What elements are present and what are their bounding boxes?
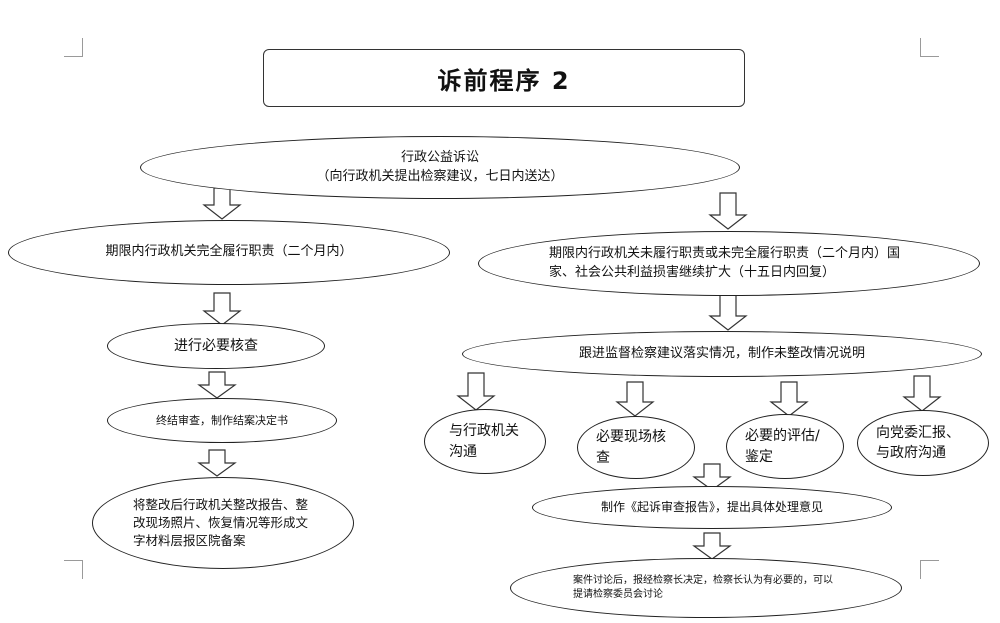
node-label: 与行政机关沟通 (449, 423, 519, 460)
node-left-verify: 进行必要核查 (107, 323, 325, 369)
root-line-2: （向行政机关提出检察建议，七日内送达） (316, 168, 564, 184)
node-right-unfulfilled: 期限内行政机关未履行职责或未完全履行职责（二个月内）国家、社会公共利益损害继续扩… (478, 231, 980, 296)
node-label: 必要现场核查 (596, 429, 666, 466)
down-arrow-icon (692, 532, 732, 560)
node-label: 期限内行政机关完全履行职责（二个月内） (105, 244, 353, 260)
node-left-close: 终结审查，制作结案决定书 (107, 398, 337, 443)
down-arrow-icon (769, 381, 809, 417)
node-label: 案件讨论后，报经检察长决定，检察长认为有必要的，可以提请检察委员会讨论 (573, 574, 833, 601)
node-right-follow: 跟进监督检察建议落实情况，制作未整改情况说明 (462, 331, 982, 377)
node-label: 制作《起诉审查报告》，提出具体处理意见 (600, 499, 823, 514)
page-corner-mark (64, 38, 83, 57)
down-arrow-icon (197, 371, 237, 399)
node-left-archive: 将整改后行政机关整改报告、整改现场照片、恢复情况等形成文字材料层报区院备案 (92, 477, 354, 569)
page-corner-mark (920, 38, 939, 57)
page-corner-mark (920, 560, 939, 579)
down-arrow-icon (902, 375, 942, 412)
down-arrow-icon (202, 292, 242, 326)
node-label: 进行必要核查 (174, 337, 258, 354)
node-label: 跟进监督检察建议落实情况，制作未整改情况说明 (578, 345, 865, 361)
node-label: 向党委汇报、与政府沟通 (876, 424, 960, 461)
node-label: 将整改后行政机关整改报告、整改现场照片、恢复情况等形成文字材料层报区院备案 (133, 496, 309, 549)
down-arrow-icon (615, 381, 655, 417)
title-box: 诉前程序 2 (263, 49, 745, 107)
node-right-assessment: 必要的评估/鉴定 (726, 414, 844, 479)
node-root: 行政公益诉讼 （向行政机关提出检察建议，七日内送达） (140, 136, 740, 199)
node-right-lawsuit-report: 制作《起诉审查报告》，提出具体处理意见 (532, 486, 892, 529)
page-title: 诉前程序 2 (437, 66, 571, 95)
node-label: 终结审查，制作结案决定书 (156, 413, 288, 427)
node-right-site-check: 必要现场核查 (577, 416, 695, 479)
node-label: 必要的评估/鉴定 (745, 428, 820, 465)
node-right-report-party: 向党委汇报、与政府沟通 (857, 410, 989, 476)
down-arrow-icon (708, 294, 748, 331)
node-right-discussion: 案件讨论后，报经检察长决定，检察长认为有必要的，可以提请检察委员会讨论 (510, 558, 902, 618)
down-arrow-icon (708, 192, 748, 230)
node-right-comm-agency: 与行政机关沟通 (424, 409, 546, 474)
down-arrow-icon (197, 449, 237, 477)
down-arrow-icon (456, 372, 496, 411)
node-label: 期限内行政机关未履行职责或未完全履行职责（二个月内）国家、社会公共利益损害继续扩… (549, 245, 901, 280)
node-left-fulfill: 期限内行政机关完全履行职责（二个月内） (8, 220, 450, 285)
root-line-1: 行政公益诉讼 (400, 149, 479, 165)
page-corner-mark (64, 560, 83, 579)
down-arrow-icon (202, 187, 242, 220)
